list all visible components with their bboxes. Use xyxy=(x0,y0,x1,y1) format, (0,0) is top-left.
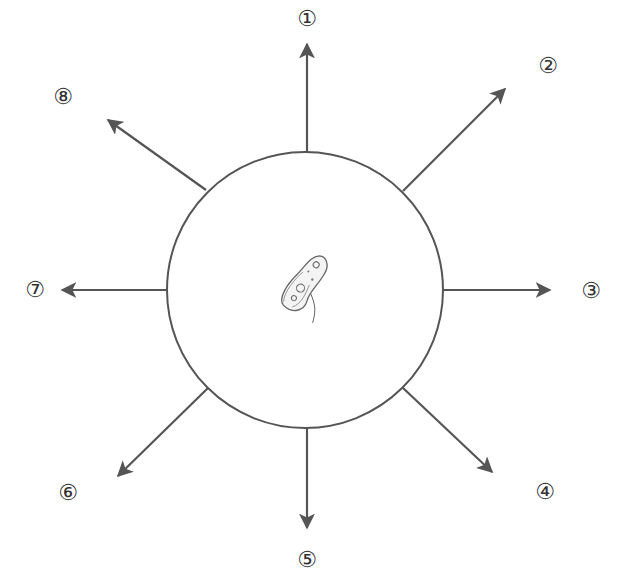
arrow xyxy=(306,44,308,152)
callout-number: ③ xyxy=(581,280,601,302)
callout-number: ② xyxy=(538,55,558,77)
paramecium xyxy=(276,251,348,327)
arrow xyxy=(443,289,550,291)
callout-number: ⑥ xyxy=(58,482,78,504)
arrow xyxy=(108,120,206,190)
callout-number: ⑤ xyxy=(297,549,317,571)
granule xyxy=(311,278,314,281)
direction-arrows xyxy=(62,44,550,528)
arrow xyxy=(306,428,308,528)
paramecium-cilia xyxy=(280,271,316,309)
callout-number: ⑧ xyxy=(53,86,73,108)
petri-dish-circle xyxy=(167,152,443,428)
callout-number: ① xyxy=(297,8,317,30)
paramecium-body xyxy=(276,251,335,316)
nucleus xyxy=(295,282,306,293)
callout-number: ④ xyxy=(535,481,555,503)
vacuole xyxy=(312,261,320,269)
arrow xyxy=(118,388,208,476)
vacuole xyxy=(290,295,297,302)
arrow xyxy=(62,289,167,291)
arrow xyxy=(403,89,505,191)
callout-number: ⑦ xyxy=(25,279,45,301)
granule xyxy=(307,270,310,273)
paramecium-tail xyxy=(297,293,326,323)
arrow xyxy=(403,388,492,472)
